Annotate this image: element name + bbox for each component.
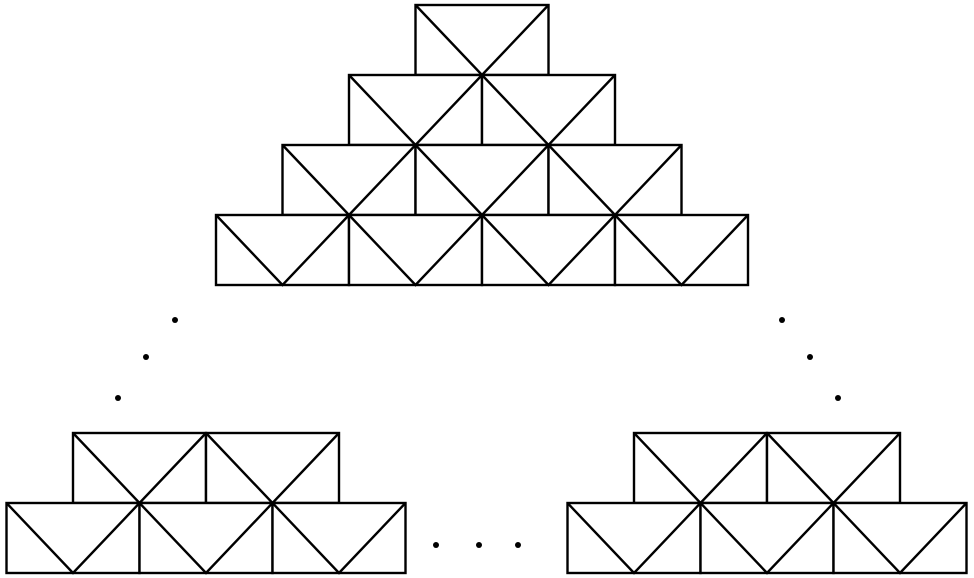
v-mark [215,214,350,287]
block-row1-col1 [632,431,769,505]
block-row2-col2 [138,501,274,575]
block-row4-col2 [347,213,484,287]
block-row3-col1 [281,143,417,217]
v-mark [699,502,835,575]
block-outline [271,501,407,575]
v-mark [271,502,407,575]
block-row2-col1 [5,501,141,575]
block-outline [613,213,750,287]
bottom-ellipsis-dot-2 [476,542,482,548]
block-outline [632,431,769,505]
block-row1-col1 [71,431,208,505]
bottom-ellipsis-dot-3 [515,542,521,548]
block-row4-col4 [613,213,750,287]
block-row2-col1 [566,501,702,575]
continuation-dots [115,317,841,548]
block-outline [204,431,341,505]
block-outline [480,73,617,147]
left-diagonal-dot-1 [172,317,178,323]
v-mark [566,502,702,575]
block-row1-col1 [414,3,550,77]
block-row1-col2 [204,431,341,505]
block-outline [347,213,484,287]
v-mark [481,214,616,287]
block-row4-col1 [214,213,351,287]
block-outline [566,501,702,575]
block-outline [480,213,617,287]
block-outline [414,143,550,217]
block-outline [281,143,417,217]
right-diagonal-dot-1 [779,317,785,323]
block-row2-col1 [347,73,484,147]
block-row2-col2 [480,73,617,147]
block-row1-col2 [765,431,902,505]
v-mark [5,502,141,575]
right-diagonal-dot-2 [807,354,813,360]
block-outline [5,501,141,575]
block-outline [699,501,835,575]
block-outline [765,431,902,505]
top-pyramid [214,3,750,287]
block-row3-col2 [414,143,550,217]
bottom-ellipsis-dot-1 [433,542,439,548]
block-outline [547,143,683,217]
bottom-left-block-group [5,431,407,575]
block-outline [832,501,968,575]
v-mark [348,214,483,287]
bottom-right-block-group [566,431,968,575]
block-row2-col3 [832,501,968,575]
block-outline [347,73,484,147]
block-row2-col2 [699,501,835,575]
right-diagonal-dot-3 [835,395,841,401]
left-diagonal-dot-2 [143,354,149,360]
v-mark [138,502,274,575]
block-outline [414,3,550,77]
v-mark [614,214,749,287]
block-row2-col3 [271,501,407,575]
block-row3-col3 [547,143,683,217]
v-mark [832,502,968,575]
left-diagonal-dot-3 [115,395,121,401]
block-outline [138,501,274,575]
block-row4-col3 [480,213,617,287]
block-outline [214,213,351,287]
block-outline [71,431,208,505]
